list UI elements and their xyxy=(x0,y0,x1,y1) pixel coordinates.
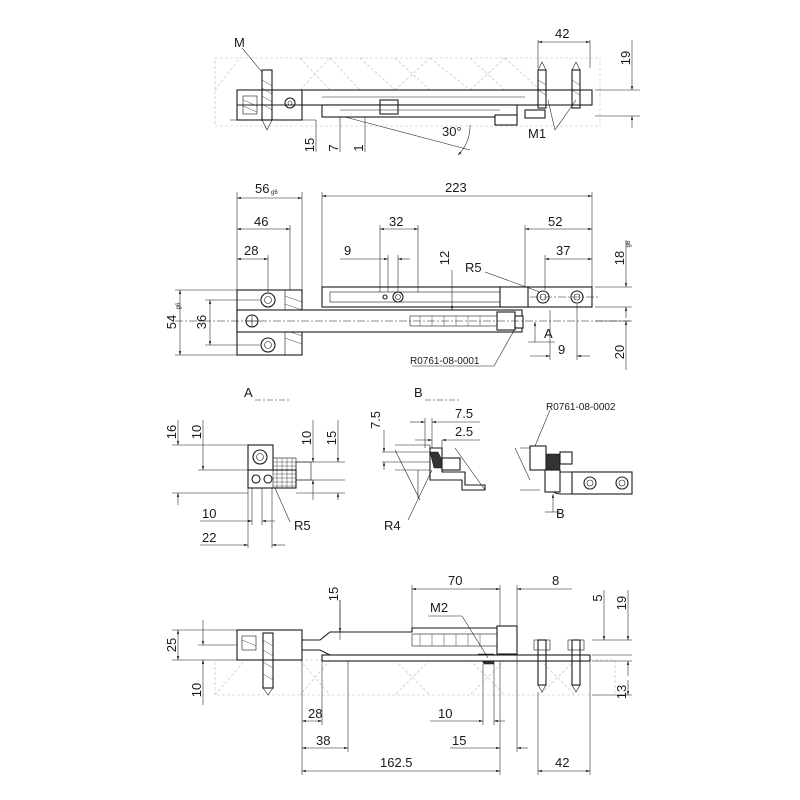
dim-223: 223 xyxy=(445,180,467,195)
dim-38: 38 xyxy=(316,733,330,748)
dim-9-right: 9 xyxy=(558,342,565,357)
label-r5-a: R5 xyxy=(294,518,311,533)
dim-a-22: 22 xyxy=(202,530,216,545)
dim-46: 46 xyxy=(254,214,268,229)
plan-view: 223 56 g6 46 28 32 9 12 52 37 18 g6 54 g… xyxy=(164,180,632,370)
detail-arm xyxy=(571,471,633,495)
dim-54: 54 xyxy=(164,315,179,329)
view-a-hatch xyxy=(273,458,296,488)
dim-54-tolerance: g6 xyxy=(176,302,182,309)
view-a-body xyxy=(247,444,274,471)
dim-56-tolerance: g6 xyxy=(271,190,278,196)
dim-7-top: 7 xyxy=(326,144,341,151)
dim-70: 70 xyxy=(448,573,462,588)
dim-30deg: 30° xyxy=(442,124,462,139)
dim-bottom-28: 28 xyxy=(308,706,322,721)
label-part-0001: R0761-08-0001 xyxy=(410,356,480,367)
bottom-lever xyxy=(301,627,501,656)
view-a: A 16 10 10 15 10 22 R5 xyxy=(164,385,345,548)
label-section-a: A xyxy=(544,326,553,341)
dim-1-top: 1 xyxy=(351,144,366,151)
dim-a-16: 16 xyxy=(164,425,179,439)
dim-b-2-5: 2.5 xyxy=(455,424,473,439)
dim-bottom-15-top: 15 xyxy=(326,587,341,601)
dim-28: 28 xyxy=(244,243,258,258)
top-view-ghost-plate xyxy=(214,57,601,127)
dim-bottom-19: 19 xyxy=(614,596,629,610)
dim-a-10-left: 10 xyxy=(189,425,204,439)
label-part-0002: R0761-08-0002 xyxy=(546,402,616,413)
leader-m xyxy=(241,47,263,73)
dim-bottom-10: 10 xyxy=(438,706,452,721)
dim-18: 18 xyxy=(612,251,627,265)
dim-9-left: 9 xyxy=(344,243,351,258)
leader-m1 xyxy=(554,99,577,131)
label-m2: M2 xyxy=(430,600,448,615)
bottom-rail xyxy=(321,654,591,662)
dim-42-top: 42 xyxy=(555,26,569,41)
view-b-title: B xyxy=(414,385,423,400)
dim-a-15: 15 xyxy=(324,431,339,445)
dim-bottom-10-left: 10 xyxy=(189,683,204,697)
dim-37: 37 xyxy=(556,243,570,258)
dim-b-7-5-vertical: 7.5 xyxy=(368,411,383,429)
view-detail: R0761-08-0002 B xyxy=(514,402,633,521)
dim-a-10-right: 10 xyxy=(299,431,314,445)
dim-162-5: 162.5 xyxy=(380,755,413,770)
dim-32: 32 xyxy=(389,214,403,229)
dim-56: 56 xyxy=(255,181,269,196)
dim-20: 20 xyxy=(612,345,627,359)
dim-13: 13 xyxy=(614,685,629,699)
label-section-b: B xyxy=(556,506,565,521)
dim-a-10-bottom: 10 xyxy=(202,506,216,521)
view-b: B 7.5 7.5 2.5 R4 xyxy=(368,385,486,533)
dim-8: 8 xyxy=(552,573,559,588)
dim-bottom-42: 42 xyxy=(555,755,569,770)
dim-36: 36 xyxy=(194,315,209,329)
dim-25: 25 xyxy=(164,638,179,652)
bottom-left-block xyxy=(236,629,303,661)
plan-screw-bottom xyxy=(260,337,276,353)
dim-bottom-15: 15 xyxy=(452,733,466,748)
bottom-view: 15 70 8 5 19 25 10 13 28 10 38 15 162.5 … xyxy=(164,573,632,775)
dim-5: 5 xyxy=(590,594,605,601)
dim-15-top: 15 xyxy=(302,138,317,152)
dim-18-tolerance: g6 xyxy=(626,240,632,247)
label-r4: R4 xyxy=(384,518,401,533)
screw-m1 xyxy=(537,61,581,109)
top-view: M M1 42 19 15 7 1 30° xyxy=(214,26,640,156)
bottom-view-ghost-plate xyxy=(214,659,616,696)
label-m1: M1 xyxy=(528,126,546,141)
dim-b-7-5-horizontal: 7.5 xyxy=(455,406,473,421)
dim-19-top: 19 xyxy=(618,51,633,65)
label-r5-plan: R5 xyxy=(465,260,482,275)
dim-52: 52 xyxy=(548,214,562,229)
dim-12: 12 xyxy=(437,251,452,265)
top-pivot-hole xyxy=(284,97,296,109)
label-m: M xyxy=(234,35,245,50)
view-a-title: A xyxy=(244,385,253,400)
